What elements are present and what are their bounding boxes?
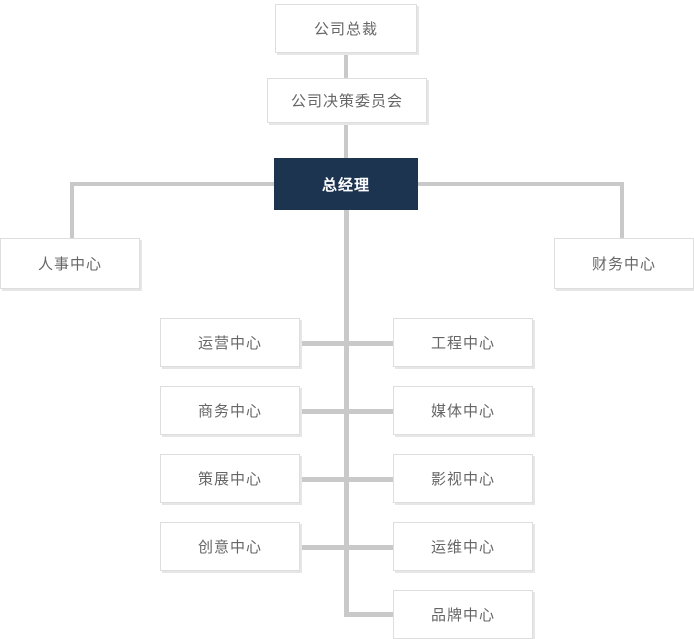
connector-row-5-crossbar [344,612,395,617]
node-finance-center-label: 财务中心 [591,256,656,273]
node-general-manager[interactable]: 总经理 [274,158,418,210]
node-brand-center-label: 品牌中心 [430,607,495,624]
node-curation-center[interactable]: 策展中心 [160,454,300,503]
node-operations-center[interactable]: 运营中心 [160,318,300,367]
connector-row-4-crossbar [300,545,395,550]
node-business-center[interactable]: 商务中心 [160,386,300,435]
node-media-center-label: 媒体中心 [430,403,495,420]
node-media-center[interactable]: 媒体中心 [393,386,533,435]
node-decision-committee[interactable]: 公司决策委员会 [267,78,427,123]
node-curation-center-label: 策展中心 [197,471,262,488]
node-opsmaint-center[interactable]: 运维中心 [393,522,533,571]
node-decision-committee-label: 公司决策委员会 [290,93,403,110]
connector-manager-left-arm [70,182,276,186]
node-finance-center[interactable]: 财务中心 [554,238,694,289]
node-engineering-center-label: 工程中心 [430,335,495,352]
connector-manager-right-arm [417,182,624,186]
node-president[interactable]: 公司总裁 [275,4,417,53]
connector-right-arm-drop [620,182,624,240]
node-creative-center[interactable]: 创意中心 [160,522,300,571]
node-hr-center[interactable]: 人事中心 [0,238,140,289]
connector-left-arm-drop [70,182,74,240]
connector-row-3-crossbar [300,477,395,482]
node-president-label: 公司总裁 [313,21,378,38]
node-business-center-label: 商务中心 [197,403,262,420]
node-opsmaint-center-label: 运维中心 [430,539,495,556]
node-film-center-label: 影视中心 [430,471,495,488]
node-general-manager-label: 总经理 [321,176,370,194]
connector-president-to-committee [344,53,348,79]
node-brand-center[interactable]: 品牌中心 [393,590,533,639]
node-engineering-center[interactable]: 工程中心 [393,318,533,367]
node-hr-center-label: 人事中心 [37,256,102,273]
node-film-center[interactable]: 影视中心 [393,454,533,503]
node-creative-center-label: 创意中心 [197,539,262,556]
connector-committee-to-manager [344,122,348,158]
node-operations-center-label: 运营中心 [197,335,262,352]
connector-row-2-crossbar [300,409,395,414]
connector-row-1-crossbar [300,341,395,346]
